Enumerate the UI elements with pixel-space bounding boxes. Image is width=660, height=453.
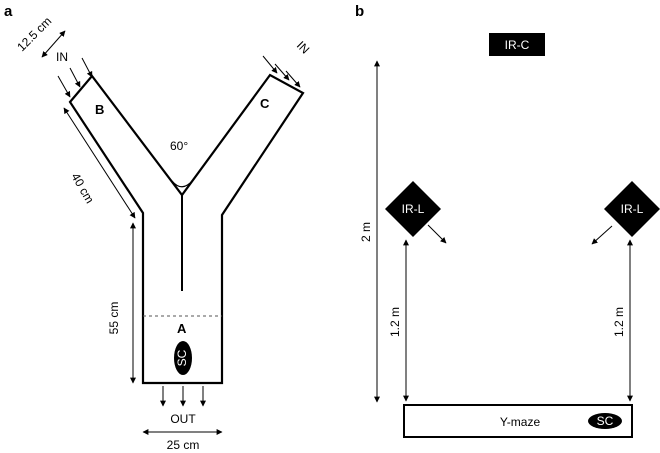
inlet-left-arrow-2 <box>69 67 81 88</box>
height-left-label: 1.2 m <box>388 307 402 337</box>
ir-light-right-beam <box>591 225 613 245</box>
ir-light-left-label: IR-L <box>402 202 425 216</box>
ir-light-right-label: IR-L <box>621 202 644 216</box>
y-maze-label: Y-maze <box>500 415 541 429</box>
ir-light-right <box>604 181 660 237</box>
inlet-right-arrow-1 <box>262 55 278 74</box>
arm-c-label: C <box>260 96 270 111</box>
panel-b-label: b <box>355 3 364 20</box>
inlet-right-arrow-2 <box>274 63 290 81</box>
ir-camera-label: IR-C <box>505 38 530 52</box>
sc-marker-b <box>588 413 622 429</box>
panel-a-label: a <box>4 3 13 20</box>
inlet-right-label: IN <box>294 38 312 56</box>
height-right-label: 1.2 m <box>612 307 626 337</box>
angle-label: 60° <box>170 139 188 153</box>
arm-a-label: A <box>177 321 187 336</box>
angle-arc <box>171 179 194 188</box>
arm-b-label: B <box>95 102 104 117</box>
inlet-left-arrow-1 <box>57 75 71 98</box>
arm-width-label: 12.5 cm <box>14 14 54 54</box>
height-total-label: 2 m <box>359 222 373 242</box>
arm-length-label: 40 cm <box>68 171 96 206</box>
outlet-label: OUT <box>170 412 196 426</box>
inlet-left-arrow-3 <box>81 57 93 78</box>
ir-light-left-beam <box>427 224 447 244</box>
stem-length-label: 55 cm <box>107 302 121 335</box>
sc-marker <box>174 341 192 375</box>
ir-camera <box>489 33 545 56</box>
panel-a: a 60° B C A SC 12.5 cm IN IN 40 cm <box>4 3 312 452</box>
arm-length-arrow <box>63 107 136 219</box>
inlet-left-label: IN <box>56 50 68 64</box>
panel-b: b IR-C 2 m IR-L IR-L 1.2 m 1.2 m Y-maze … <box>355 3 660 438</box>
arm-width-arrow <box>41 30 66 58</box>
ir-light-left <box>385 181 441 237</box>
stem-width-label: 25 cm <box>167 438 200 452</box>
inlet-right-arrow-3 <box>285 70 301 88</box>
sc-label-b: SC <box>597 414 614 428</box>
y-maze-outline <box>68 73 305 385</box>
sc-label-a: SC <box>175 349 189 366</box>
